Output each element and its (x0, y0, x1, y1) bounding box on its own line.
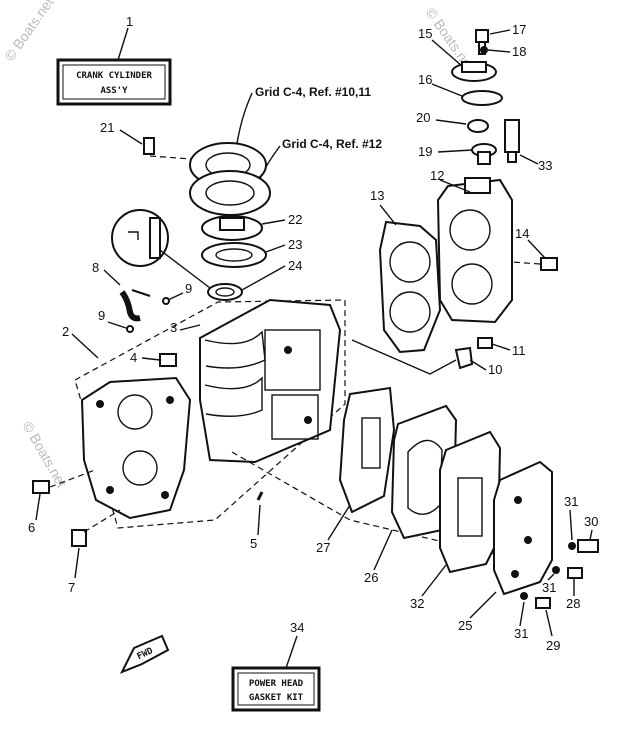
callout-19: 19 (418, 144, 432, 159)
callout-17: 17 (512, 22, 526, 37)
thermostat-cover-15 (451, 61, 497, 82)
pin-5 (256, 491, 264, 501)
callout-27: 27 (316, 540, 330, 555)
crank-cylinder-sub-label: ASS'Y (100, 86, 128, 96)
callout-11: 11 (512, 343, 526, 358)
power-head-gasket-kit-box: POWER HEAD GASKET KIT (231, 666, 321, 712)
bolt-7 (71, 509, 121, 547)
callout-5: 5 (250, 536, 257, 551)
cylinder-block (199, 298, 342, 464)
head-gasket-13 (378, 220, 442, 354)
gasket-23 (201, 242, 267, 268)
bolt-14 (511, 257, 558, 271)
callout-30: 30 (584, 514, 598, 529)
grid-ref-10-11: Grid C-4, Ref. #10,11 (255, 85, 371, 99)
diaphragm-22 (201, 215, 263, 241)
callout-15: 15 (418, 26, 432, 41)
gasket-16 (461, 90, 503, 106)
callout-14: 14 (515, 226, 529, 241)
callout-24: 24 (288, 258, 302, 273)
callout-26: 26 (364, 570, 378, 585)
leader-1 (117, 27, 129, 61)
callout-23: 23 (288, 237, 302, 252)
leader-ref-10-11 (235, 92, 253, 151)
seal-24 (207, 283, 243, 301)
callout-8: 8 (92, 260, 99, 275)
bolt-30 (568, 539, 599, 553)
gasket-kit-sub-label: GASKET KIT (249, 693, 304, 703)
crank-cylinder-assy-box: CRANK CYLINDER ASS'Y (56, 58, 172, 106)
inset-clip-detail (111, 209, 211, 289)
callout-28: 28 (566, 596, 580, 611)
callout-4: 4 (130, 350, 137, 365)
callout-31-mid: 31 (542, 580, 556, 595)
fitting-9-lower (126, 325, 134, 333)
bolt-11 (477, 337, 493, 349)
cylinder-head-12 (436, 177, 513, 324)
thermostat-19 (471, 143, 497, 165)
crank-cylinder-label: CRANK CYLINDER (76, 71, 152, 81)
watermark-top-left: © Boats.net (1, 0, 56, 64)
callout-2: 2 (62, 324, 69, 339)
exhaust-gasket-27 (338, 386, 396, 514)
seal-20 (467, 119, 489, 133)
forward-arrow-icon: FWD (119, 634, 170, 674)
bracket-10 (454, 346, 474, 370)
callout-22: 22 (288, 212, 302, 227)
hose-8 (119, 290, 141, 322)
bolt-29 (520, 592, 551, 609)
top-cover-plate (189, 142, 271, 216)
bolt-28 (552, 566, 583, 579)
spark-plug-33 (504, 119, 520, 163)
callout-16: 16 (418, 72, 432, 87)
gasket-kit-label: POWER HEAD (249, 679, 304, 689)
crankcase-assy-outline (74, 299, 346, 529)
callout-1: 1 (126, 14, 133, 29)
plug-4 (159, 353, 177, 367)
callout-33: 33 (538, 158, 552, 173)
washer-18 (480, 46, 488, 54)
callout-6: 6 (28, 520, 35, 535)
grid-ref-12: Grid C-4, Ref. #12 (282, 137, 382, 151)
callout-31-top: 31 (564, 494, 578, 509)
callout-13: 13 (370, 188, 384, 203)
callout-7: 7 (68, 580, 75, 595)
callout-29: 29 (546, 638, 560, 653)
callout-9-upper: 9 (185, 281, 192, 296)
callout-34: 34 (290, 620, 304, 635)
exhaust-gasket-32 (439, 430, 502, 574)
crankcase-half (80, 376, 192, 520)
bolt-6 (32, 469, 96, 494)
callout-31-bottom: 31 (514, 626, 528, 641)
fitting-9-upper (162, 297, 170, 305)
callout-25: 25 (458, 618, 472, 633)
outer-exhaust-cover-25 (493, 460, 553, 596)
callout-18: 18 (512, 44, 526, 59)
callout-10: 10 (488, 362, 502, 377)
callout-32: 32 (410, 596, 424, 611)
watermark-left: © Boats.net (19, 419, 70, 491)
callout-20: 20 (416, 110, 430, 125)
callout-12: 12 (430, 168, 444, 183)
callout-3: 3 (170, 320, 177, 335)
callout-21: 21 (100, 120, 114, 135)
callout-9-lower: 9 (98, 308, 105, 323)
